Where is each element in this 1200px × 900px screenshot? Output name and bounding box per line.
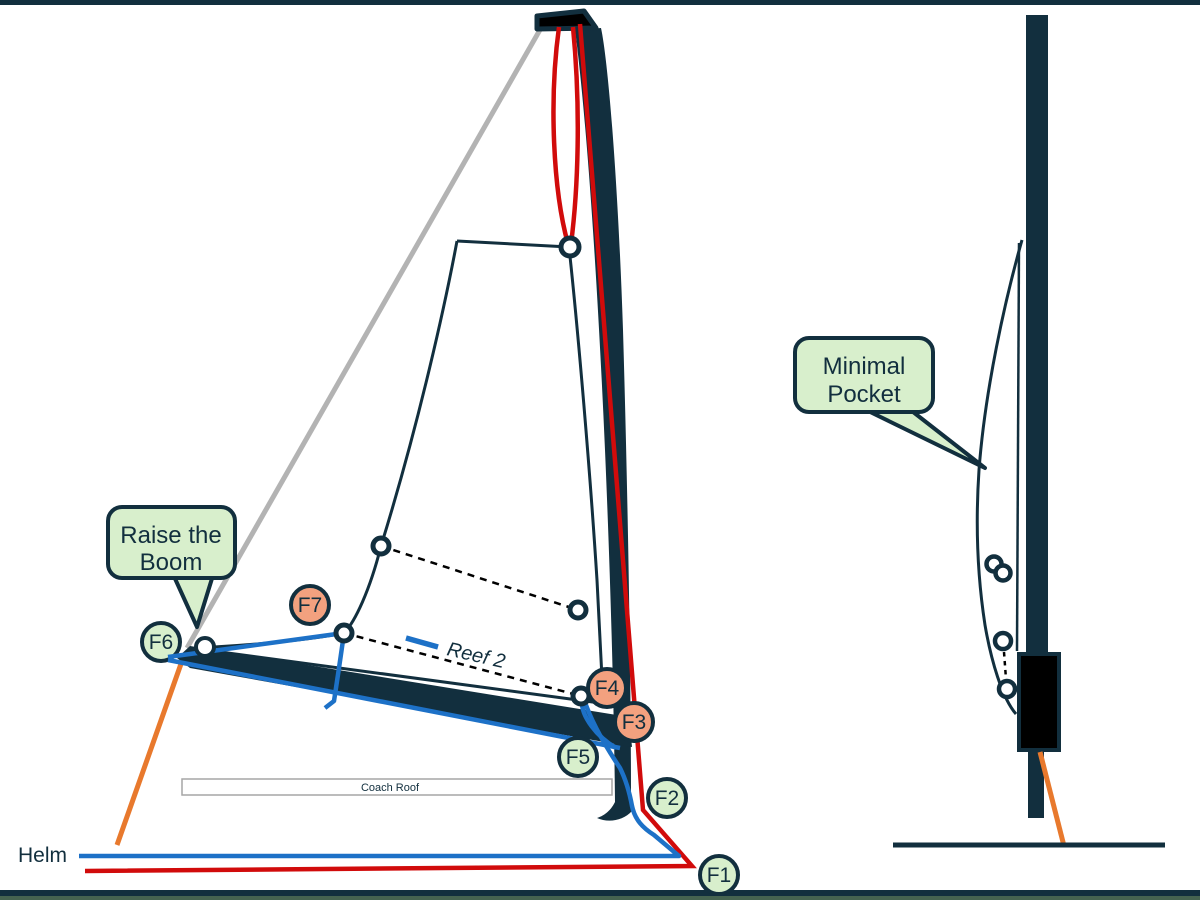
sail-leech-edge (342, 240, 459, 635)
mast-front-view (575, 28, 631, 802)
clew-ring (194, 636, 216, 658)
marker-f5-circle (557, 736, 599, 778)
marker-f7-label: F7 (298, 594, 323, 617)
reef2-legend: Reef 2 (405, 635, 507, 673)
mainsail-outline (212, 239, 605, 705)
callout-minimal-pocket-line2: Pocket (827, 381, 901, 408)
mast-side-lower-bar (1028, 750, 1044, 818)
reef1-luff-cringle (567, 599, 589, 621)
reef-line-under-boom (167, 657, 621, 751)
reef2-legend-line-sample (405, 635, 439, 650)
callout-raise-boom: Raise the Boom (106, 505, 237, 629)
main-halyard-red-line (84, 23, 697, 874)
callout-minimal-pocket-tail (861, 406, 987, 470)
reef2-leech-cringle (333, 622, 355, 644)
marker-f6: F6 (140, 621, 182, 663)
coach-roof-box (181, 778, 613, 796)
sail-rings (194, 235, 592, 707)
marker-f1-circle (698, 854, 740, 896)
callout-minimal-pocket-line1: Minimal (823, 353, 906, 380)
callout-minimal-pocket-box (793, 336, 935, 414)
mast-side-view (893, 15, 1165, 848)
callout-raise-boom-line2: Boom (140, 549, 203, 576)
pocket-ring-lower (996, 678, 1018, 700)
pocket-luff-curve (975, 239, 1024, 715)
marker-f1: F1 (698, 854, 740, 896)
gooseneck-block (1017, 652, 1061, 752)
marker-f6-circle (140, 621, 182, 663)
marker-f4: F4 (586, 667, 628, 709)
boom (177, 646, 632, 747)
masthead-crane (534, 8, 599, 32)
reef1-dashed-line (380, 544, 579, 612)
topping-lift-line (184, 26, 544, 650)
mast-foot-hook (597, 800, 632, 821)
mast-side-upper-bar (1026, 15, 1048, 655)
marker-f2-circle (646, 777, 688, 819)
bottom-border-green-bar (0, 896, 1200, 900)
top-border-bar (0, 0, 1200, 5)
marker-f1-label: F1 (707, 864, 732, 887)
marker-f4-label: F4 (595, 677, 620, 700)
marker-f5-label: F5 (566, 746, 591, 769)
marker-f2: F2 (646, 777, 688, 819)
fairlead-markers: F1 F2 F3 F4 F5 F7 (289, 584, 740, 896)
sail-foot-edge (212, 649, 601, 705)
marker-f4-circle (586, 667, 628, 709)
callout-raise-boom-line1: Raise the (120, 522, 221, 549)
marker-f3-circle (613, 701, 655, 743)
marker-f5: F5 (557, 736, 599, 778)
coach-roof: Coach Roof (181, 778, 613, 796)
helm-label: Helm (18, 844, 67, 867)
marker-f7-circle (289, 584, 331, 626)
marker-f2-label: F2 (655, 787, 680, 810)
halyard-loop-left-strand (551, 26, 571, 245)
pocket-dashed-link (1002, 651, 1008, 680)
halyard-run-to-helm (84, 23, 697, 874)
pocket-inner-edge (1015, 242, 1021, 652)
callout-raise-boom-tail (170, 571, 216, 629)
head-ring (558, 235, 582, 259)
callout-minimal-pocket: Minimal Pocket (793, 336, 987, 470)
reef1-leech-cringle (370, 535, 392, 557)
bottom-border-navy-bar (0, 890, 1200, 896)
reef2-dashed-line (343, 631, 582, 698)
callout-raise-boom-box (106, 505, 237, 580)
sail-luff-edge (567, 246, 605, 699)
marker-f7: F7 (289, 584, 331, 626)
orange-control-line (114, 660, 185, 846)
coach-roof-label: Coach Roof (361, 782, 420, 794)
orange-control-line-side (1037, 751, 1067, 847)
halyard-loop-right-strand (568, 26, 581, 245)
marker-f6-label: F6 (149, 631, 174, 654)
marker-f3-label: F3 (622, 711, 647, 734)
reef-line-run-to-helm (79, 698, 682, 859)
sail-head-edge (456, 239, 570, 249)
pocket-ring-mid (992, 630, 1014, 652)
marker-f3: F3 (613, 701, 655, 743)
pocket-ring-upper-b (993, 563, 1013, 583)
